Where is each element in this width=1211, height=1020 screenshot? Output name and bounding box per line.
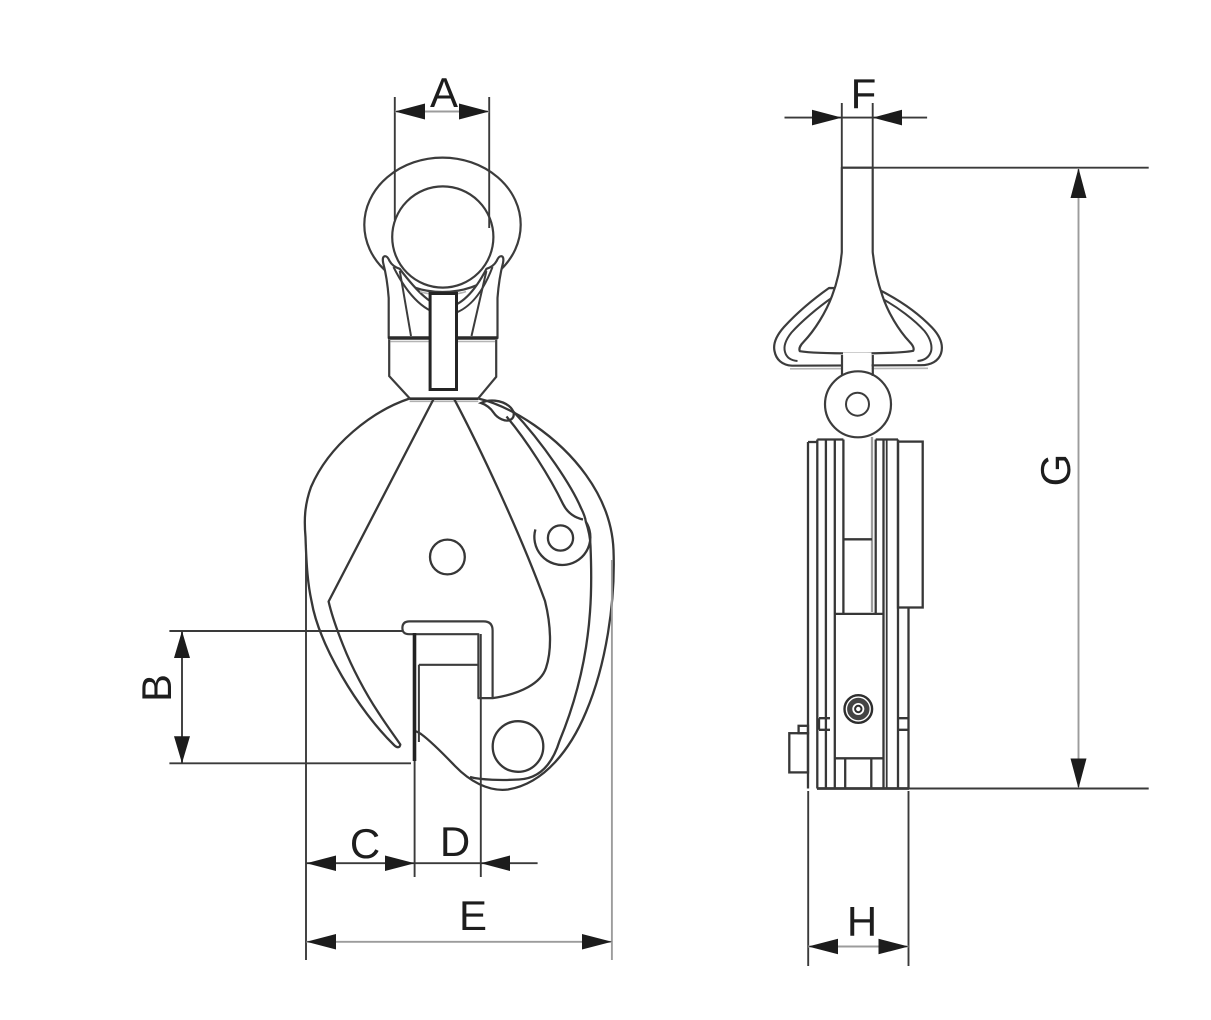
svg-text:B: B	[133, 674, 180, 702]
svg-text:C: C	[350, 820, 380, 867]
svg-text:E: E	[459, 892, 487, 939]
svg-text:A: A	[430, 69, 458, 116]
svg-text:D: D	[440, 818, 470, 865]
svg-text:G: G	[1032, 454, 1079, 487]
svg-text:F: F	[851, 70, 877, 117]
svg-text:H: H	[847, 898, 877, 945]
